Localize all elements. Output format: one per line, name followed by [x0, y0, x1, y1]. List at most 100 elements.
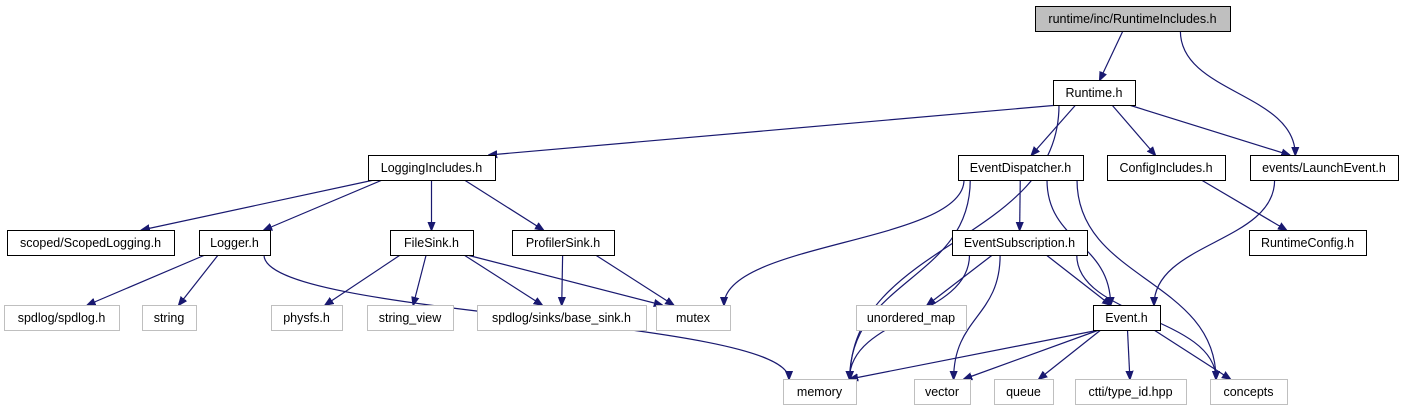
node-box-mutex	[656, 305, 731, 331]
node-launch-event[interactable]: events/LaunchEvent.h	[1250, 155, 1399, 181]
node-label-event-h: Event.h	[1105, 311, 1147, 325]
edge-event-dispatcher-to-mutex	[724, 179, 965, 305]
edge-file-sink-to-mutex	[466, 254, 662, 305]
node-runtime-h[interactable]: Runtime.h	[1053, 80, 1136, 106]
node-box-spdlog	[4, 305, 120, 331]
node-physfs: physfs.h	[271, 305, 343, 331]
node-profiler-sink[interactable]: ProfilerSink.h	[512, 230, 615, 256]
node-label-config-includes: ConfigIncludes.h	[1119, 161, 1212, 175]
edge-profiler-sink-to-base-sink	[562, 254, 563, 305]
node-scoped-logging[interactable]: scoped/ScopedLogging.h	[7, 230, 175, 256]
edge-logging-includes-to-scoped-logging	[142, 179, 375, 230]
node-label-event-dispatcher: EventDispatcher.h	[970, 161, 1071, 175]
node-vector: vector	[914, 379, 971, 405]
node-runtime-includes[interactable]: runtime/inc/RuntimeIncludes.h	[1035, 6, 1231, 32]
node-ctti: ctti/type_id.hpp	[1075, 379, 1187, 405]
edge-logging-includes-to-logger-h	[264, 179, 383, 230]
node-string: string	[142, 305, 197, 331]
node-label-queue: queue	[1006, 385, 1041, 399]
edge-file-sink-to-physfs	[325, 254, 401, 305]
node-config-includes[interactable]: ConfigIncludes.h	[1107, 155, 1226, 181]
node-label-runtime-h: Runtime.h	[1066, 86, 1123, 100]
edge-logging-includes-to-profiler-sink	[464, 179, 543, 230]
node-logging-includes[interactable]: LoggingIncludes.h	[368, 155, 496, 181]
node-box-unordered-map	[856, 305, 967, 331]
node-runtime-config[interactable]: RuntimeConfig.h	[1249, 230, 1367, 256]
node-box-profiler-sink	[512, 230, 615, 256]
edge-event-h-to-memory	[850, 329, 1100, 379]
edge-profiler-sink-to-mutex	[595, 254, 674, 305]
node-event-dispatcher[interactable]: EventDispatcher.h	[958, 155, 1084, 181]
nodes-layer: runtime/inc/RuntimeIncludes.hRuntime.hLo…	[4, 6, 1399, 405]
node-label-string: string	[154, 311, 185, 325]
edge-runtime-h-to-launch-event	[1128, 104, 1290, 155]
edge-runtime-h-to-logging-includes	[489, 104, 1060, 155]
edge-runtime-h-to-event-dispatcher	[1032, 104, 1077, 155]
node-label-file-sink: FileSink.h	[404, 236, 459, 250]
node-box-event-subscription	[952, 230, 1088, 256]
node-label-memory: memory	[797, 385, 843, 399]
node-box-base-sink	[477, 305, 647, 331]
node-string-view: string_view	[367, 305, 454, 331]
edge-logger-h-to-spdlog	[87, 254, 206, 305]
node-box-memory	[783, 379, 857, 405]
node-box-config-includes	[1107, 155, 1226, 181]
edge-event-dispatcher-to-concepts	[1076, 179, 1216, 379]
node-box-ctti	[1075, 379, 1187, 405]
node-label-scoped-logging: scoped/ScopedLogging.h	[20, 236, 161, 250]
node-label-string-view: string_view	[379, 311, 442, 325]
edge-event-dispatcher-to-event-subscription	[1020, 179, 1021, 230]
node-logger-h[interactable]: Logger.h	[199, 230, 271, 256]
node-label-vector: vector	[925, 385, 959, 399]
node-label-unordered-map: unordered_map	[867, 311, 955, 325]
node-box-logging-includes	[368, 155, 496, 181]
node-box-event-dispatcher	[958, 155, 1084, 181]
edge-runtime-h-to-config-includes	[1111, 104, 1155, 155]
node-box-string	[142, 305, 197, 331]
node-box-launch-event	[1250, 155, 1399, 181]
node-box-runtime-config	[1249, 230, 1367, 256]
node-label-launch-event: events/LaunchEvent.h	[1262, 161, 1386, 175]
node-event-subscription[interactable]: EventSubscription.h	[952, 230, 1088, 256]
edge-config-includes-to-runtime-config	[1201, 179, 1286, 230]
node-concepts: concepts	[1210, 379, 1288, 405]
node-label-spdlog: spdlog/spdlog.h	[18, 311, 106, 325]
node-label-physfs: physfs.h	[283, 311, 330, 325]
node-unordered-map: unordered_map	[856, 305, 967, 331]
edge-event-subscription-to-unordered-map	[927, 254, 993, 305]
node-label-runtime-config: RuntimeConfig.h	[1261, 236, 1354, 250]
node-label-mutex: mutex	[676, 311, 711, 325]
node-box-vector	[914, 379, 971, 405]
node-box-scoped-logging	[7, 230, 175, 256]
node-label-logging-includes: LoggingIncludes.h	[381, 161, 483, 175]
node-box-physfs	[271, 305, 343, 331]
node-file-sink[interactable]: FileSink.h	[390, 230, 474, 256]
edge-logger-h-to-string	[179, 254, 219, 305]
node-box-logger-h	[199, 230, 271, 256]
edge-event-h-to-concepts	[1153, 329, 1230, 379]
node-event-h[interactable]: Event.h	[1093, 305, 1161, 331]
node-base-sink: spdlog/sinks/base_sink.h	[477, 305, 647, 331]
edge-event-subscription-to-event-h	[1045, 254, 1110, 305]
node-label-base-sink: spdlog/sinks/base_sink.h	[492, 311, 631, 325]
node-label-concepts: concepts	[1223, 385, 1273, 399]
edge-runtime-includes-to-launch-event	[1179, 30, 1295, 155]
node-box-queue	[994, 379, 1054, 405]
node-label-logger-h: Logger.h	[210, 236, 259, 250]
node-box-file-sink	[390, 230, 474, 256]
node-box-concepts	[1210, 379, 1288, 405]
edge-event-subscription-to-vector	[954, 254, 1001, 379]
node-label-profiler-sink: ProfilerSink.h	[526, 236, 600, 250]
edge-event-h-to-ctti	[1128, 329, 1130, 379]
edge-event-h-to-queue	[1039, 329, 1102, 379]
node-box-string-view	[367, 305, 454, 331]
edge-runtime-includes-to-runtime-h	[1100, 30, 1124, 80]
node-spdlog: spdlog/spdlog.h	[4, 305, 120, 331]
node-label-runtime-includes: runtime/inc/RuntimeIncludes.h	[1048, 12, 1216, 26]
node-memory: memory	[783, 379, 857, 405]
node-mutex: mutex	[656, 305, 731, 331]
edge-file-sink-to-string-view	[413, 254, 427, 305]
edge-launch-event-to-event-h	[1154, 179, 1276, 305]
node-label-event-subscription: EventSubscription.h	[964, 236, 1075, 250]
